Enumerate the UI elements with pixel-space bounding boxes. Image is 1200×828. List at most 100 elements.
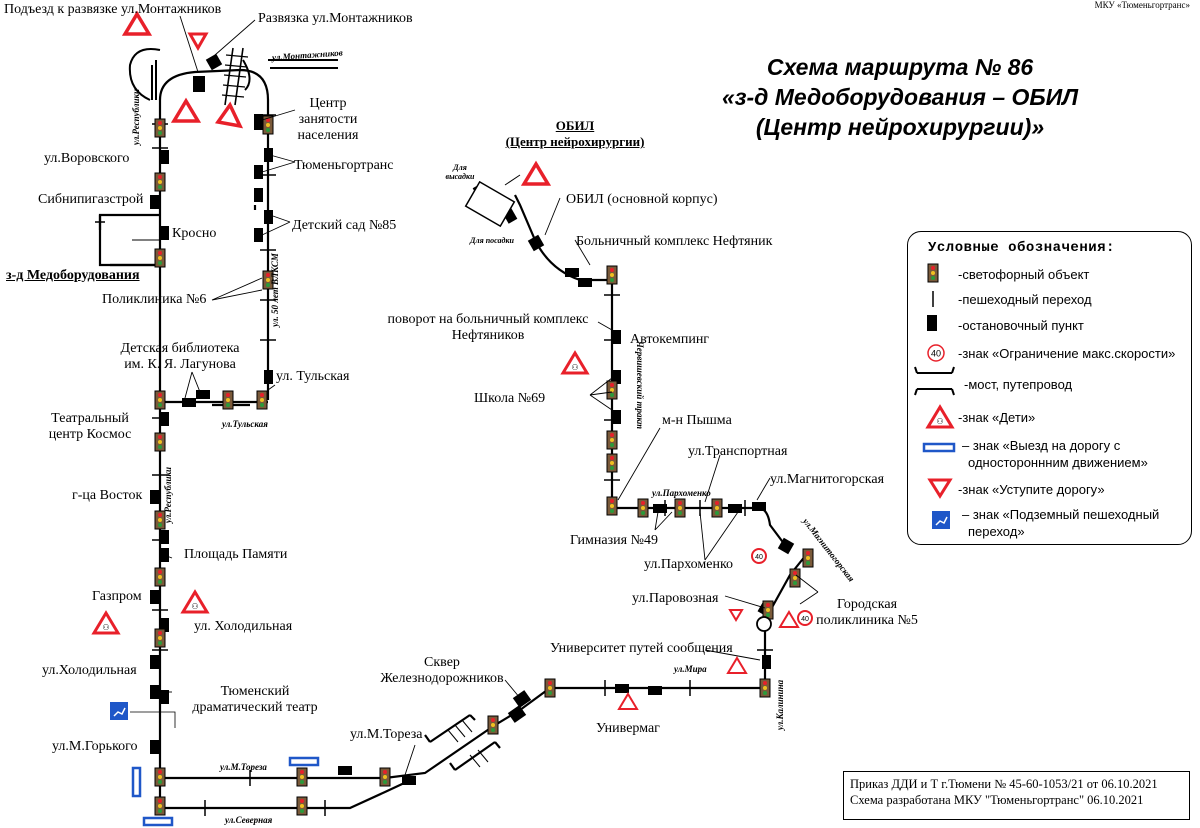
svg-text:⚇: ⚇ xyxy=(571,363,578,372)
legend: Условные обозначения: -светофорный объек… xyxy=(907,231,1192,545)
children-sign xyxy=(617,692,639,710)
stop-label-dram-teatr: Тюменский драматический театр xyxy=(192,684,318,715)
bridge-icon xyxy=(914,366,955,396)
traffic-light-icon xyxy=(606,380,618,400)
traffic-light-icon xyxy=(606,496,618,516)
street-mira: ул.Мира xyxy=(674,664,707,674)
bus-stop xyxy=(777,537,795,555)
bridge-hatch xyxy=(447,719,489,768)
footer-line-1: Приказ ДДИ и Т г.Тюмени № 45-60-1053/21 … xyxy=(850,777,1158,791)
street-chervishevsky: Червишевский тракт xyxy=(634,341,645,429)
bus-stop xyxy=(160,530,169,544)
legend-item-traffic-light: -светофорный объект xyxy=(958,267,1090,282)
traffic-light-icon xyxy=(262,270,274,290)
stop-label-parhomenko: ул.Пархоменко xyxy=(644,557,734,572)
stop-label-vorovskogo: ул.Воровского xyxy=(44,151,130,166)
bus-stop xyxy=(762,655,771,669)
stop-label-tyumengortrans: Тюменьгортранс xyxy=(294,158,394,173)
traffic-light-icon xyxy=(927,263,939,283)
label-dlya-vysadki: Для высадки xyxy=(445,163,475,181)
title-line-2: «з-д Медоборудования – ОБИЛ xyxy=(721,84,1079,110)
legend-item-yield: -знак «Уступите дорогу» xyxy=(958,482,1105,497)
bus-stop xyxy=(512,690,532,708)
stop-label-sibnipigazstroy: Сибнипигазстрой xyxy=(38,192,144,207)
railway-ties xyxy=(221,54,249,98)
stop-icon xyxy=(927,315,937,331)
bus-stop xyxy=(254,165,263,179)
traffic-light-icon xyxy=(606,453,618,473)
street-50-let: ул. 50 лет ВЛКСМ xyxy=(269,253,280,327)
bus-stop xyxy=(182,398,196,407)
yield-sign xyxy=(927,478,953,499)
traffic-light-icon xyxy=(789,568,801,588)
bus-stop xyxy=(254,114,263,130)
legend-title: Условные обозначения: xyxy=(928,240,1115,256)
traffic-light-icon xyxy=(154,390,166,410)
bus-stop xyxy=(254,188,263,202)
stop-label-pyshma: м-н Пышма xyxy=(662,413,732,428)
traffic-light-icon xyxy=(606,430,618,450)
bus-stop xyxy=(578,278,592,287)
street-tulskaya: ул.Тульская xyxy=(222,419,268,429)
stop-label-univermag: Универмаг xyxy=(596,721,660,736)
yield-signs xyxy=(187,32,953,622)
traffic-light-icon xyxy=(222,390,234,410)
stop-label-shkola69: Школа №69 xyxy=(474,391,546,406)
bus-stop xyxy=(648,686,662,695)
title-line-1: Схема маршрута № 86 xyxy=(766,54,1034,80)
traffic-light-icon xyxy=(154,510,166,530)
obil-title-1: ОБИЛ xyxy=(555,118,595,133)
street-toreza: ул.М.Тореза xyxy=(220,762,267,772)
street-respubliki-top: ул.Республики xyxy=(131,88,142,146)
bus-stop xyxy=(205,53,223,71)
traffic-light-icon xyxy=(606,265,618,285)
one-way-sign xyxy=(131,766,142,798)
footer-box: Приказ ДДИ и Т г.Тюмени № 45-60-1053/21 … xyxy=(843,771,1190,820)
bus-stop xyxy=(264,210,273,224)
speed-limit-sign: 40 xyxy=(797,610,813,626)
warning-triangle xyxy=(214,101,244,129)
stop-label-parovoznaya: ул.Паровозная xyxy=(632,591,719,606)
legend-item-oneway-2: одностороннним движением» xyxy=(968,455,1148,470)
bus-stop xyxy=(160,150,169,164)
bus-stop xyxy=(507,705,527,723)
bus-stop xyxy=(150,590,159,604)
stop-label-biblioteka: Детская библиотека им. К. Я. Лагунова xyxy=(120,341,240,372)
footer-line-2: Схема разработана МКУ "Тюменьгортранс" 0… xyxy=(850,793,1144,807)
traffic-light-icon xyxy=(674,498,686,518)
legend-item-stop: -остановочный пункт xyxy=(958,318,1084,333)
stop-label-gts-vostok: г-ца Восток xyxy=(72,488,143,503)
speed-limit-sign: 40 xyxy=(751,548,767,564)
roundabout xyxy=(756,616,772,632)
legend-item-underground-1: – знак «Подземный пешеходный xyxy=(962,507,1160,522)
obil-title-2: (Центр нейрохирургии) xyxy=(505,134,645,149)
bus-stop xyxy=(612,410,621,424)
stop-label-ul-holodilnaya-right: ул. Холодильная xyxy=(194,619,293,634)
traffic-light-icon xyxy=(296,767,308,787)
stop-label-poliklinika6: Поликлиника №6 xyxy=(102,292,207,307)
stop-label-avtokemping: Автокемпинг xyxy=(630,332,710,347)
yield-sign xyxy=(187,32,209,52)
traffic-light-icon xyxy=(154,567,166,587)
bus-stop xyxy=(653,504,667,513)
bus-stop xyxy=(160,226,169,240)
stop-label-detsad85: Детский сад №85 xyxy=(292,218,397,233)
stop-label-bolnichny: Больничный комплекс Нефтяник xyxy=(576,234,773,249)
stop-label-razvyazka: Развязка ул.Монтажников xyxy=(258,11,413,26)
bus-stop xyxy=(752,502,766,511)
children-sign: ⚇ xyxy=(180,589,210,614)
legend-item-crossing: -пешеходный переход xyxy=(958,292,1092,307)
svg-text:⚇: ⚇ xyxy=(191,602,198,611)
label-dlya-posadki: Для посадки xyxy=(470,236,514,245)
one-way-sign xyxy=(922,442,956,453)
traffic-light-icon xyxy=(487,715,499,735)
stop-label-zd-medob: з-д Медоборудования xyxy=(6,268,140,283)
traffic-light-icon xyxy=(379,767,391,787)
stop-label-m-gorkogo: ул.М.Горького xyxy=(52,739,138,754)
stop-label-obil-korpus: ОБИЛ (основной корпус) xyxy=(566,192,718,207)
bus-stop xyxy=(150,195,159,209)
speed-limit-value: 40 xyxy=(801,616,809,623)
stop-label-povorot: поворот на больничный комплекс Нефтянико… xyxy=(387,312,589,343)
warning-triangle xyxy=(170,97,202,123)
